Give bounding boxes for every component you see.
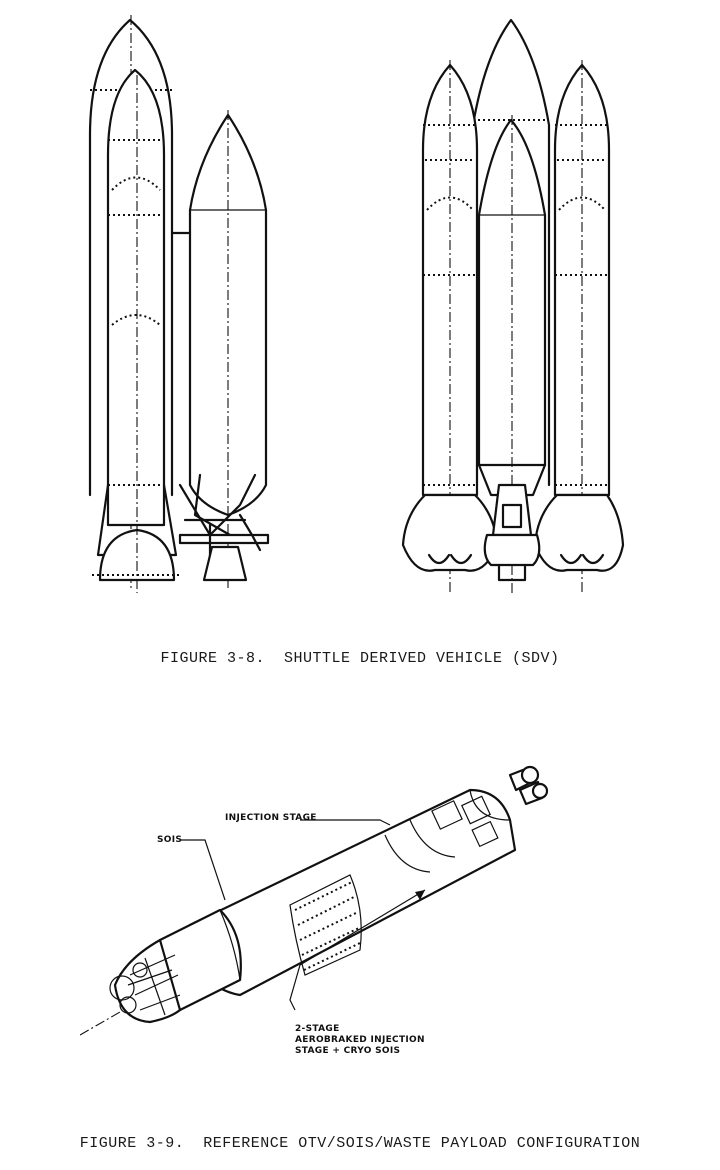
two-stage-label: 2-STAGE AEROBRAKED INJECTION STAGE + CRY… [295,1024,425,1056]
otv-sois-payload-drawing [80,760,560,1040]
figure-3-8-caption: FIGURE 3-8. SHUTTLE DERIVED VEHICLE (SDV… [160,650,560,667]
figure-3-9-caption: FIGURE 3-9. REFERENCE OTV/SOIS/WASTE PAY… [79,1135,641,1152]
sois-label: SOIS [157,835,183,845]
sdv-front-view-drawing [395,15,625,595]
injection-stage-label: INJECTION STAGE [225,813,317,823]
sdv-side-view-drawing [80,15,300,595]
